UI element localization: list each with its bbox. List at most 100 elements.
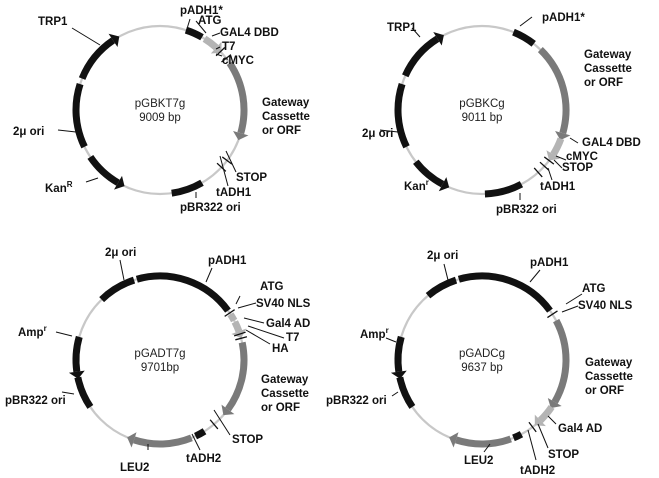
- pbr322-arc: [74, 376, 94, 409]
- padh1-arc: [135, 272, 231, 313]
- label-leu2: LEU2: [120, 462, 149, 474]
- plasmid-name: pGBKT7g: [135, 98, 186, 110]
- padh1-arc: [184, 26, 204, 41]
- leader-t7: [247, 325, 285, 339]
- tadh2-arc: [193, 428, 207, 440]
- tick-stop: [528, 421, 537, 433]
- leader-atg: [235, 295, 241, 305]
- label-gal4-dbd: GAL4 DBD: [582, 137, 641, 149]
- leader-stop: [537, 423, 549, 449]
- leu2-arc: [132, 434, 193, 448]
- gateway-arc: [226, 61, 248, 135]
- label-padh1: pADH1*: [542, 12, 585, 24]
- label-gateway-line2: Cassette: [584, 63, 632, 75]
- tick-cmyc: [221, 54, 232, 63]
- leu2-arrowhead: [127, 432, 137, 448]
- label-tadh1: tADH1: [216, 187, 252, 199]
- label-trp1: TRP1: [387, 22, 417, 34]
- leader-stop: [213, 409, 231, 436]
- label-gateway-line3: or ORF: [261, 402, 300, 414]
- trp1-arc: [402, 35, 440, 78]
- label-ha: HA: [272, 343, 289, 355]
- label-atg: ATG: [582, 283, 605, 295]
- label-gateway-line1: Gateway: [261, 374, 309, 386]
- gateway-arc: [537, 47, 570, 135]
- feature-arcs: [390, 272, 570, 448]
- label-gateway-line3: or ORF: [262, 125, 301, 137]
- gateway-arrowhead: [555, 130, 571, 141]
- label-2u-ori: 2μ ori: [105, 247, 136, 259]
- tick-atg: [224, 309, 235, 317]
- leader-stop: [225, 150, 237, 173]
- leader-stop: [553, 159, 563, 169]
- label-t7: T7: [222, 41, 235, 53]
- gal4ad-arc: [537, 404, 555, 423]
- label-kan: Kanr: [404, 178, 429, 193]
- leader-padh1: [519, 16, 533, 27]
- gateway-arc: [551, 318, 570, 404]
- label-kan: KanR: [45, 180, 73, 195]
- ori2u-arc: [425, 276, 458, 299]
- leader-amp: [385, 337, 397, 343]
- gal4ad-arc: [231, 320, 243, 333]
- tick-stop: [209, 419, 219, 430]
- tadh2-arc: [512, 431, 524, 442]
- tick-ha: [235, 336, 248, 341]
- tick-atg: [547, 310, 558, 319]
- plasmid-size: 9637 bp: [461, 362, 503, 374]
- label-pbr322: pBR322 ori: [5, 395, 66, 407]
- leader-pbr322: [391, 391, 399, 397]
- pbr322-arc: [396, 376, 416, 409]
- tick-stop: [539, 161, 550, 171]
- leader-tadh1: [547, 167, 553, 181]
- leader-gal4-ad: [243, 317, 265, 324]
- tick-t7: [233, 331, 246, 337]
- plasmid-name: pGADT7g: [134, 348, 185, 360]
- ori2u-arc: [394, 82, 410, 149]
- leader-2u-ori: [119, 259, 125, 281]
- label-cmyc: cMYC: [566, 151, 598, 163]
- plasmid-map-pgadt7g: pGADT7g 9701bp 2μ ori pADH1 ATG SV40 NLS…: [5, 247, 311, 474]
- label-gateway-line1: Gateway: [585, 357, 633, 369]
- trp1-arc: [78, 37, 116, 80]
- leader-2u-ori: [57, 129, 77, 133]
- label-gal4-dbd: GAL4 DBD: [220, 27, 279, 39]
- leader-padh1: [529, 269, 541, 283]
- kan-arrowhead: [114, 175, 125, 190]
- feature-arcs: [68, 272, 248, 448]
- amp-arc: [394, 335, 405, 373]
- leader-sv40: [561, 305, 579, 313]
- trp1-arrowhead: [108, 33, 120, 47]
- gal4dbd-arrowhead: [210, 41, 222, 54]
- gal4dbd-arrowhead: [546, 150, 561, 161]
- gal4dbd-arc: [550, 137, 565, 157]
- label-gal4-ad: Gal4 AD: [266, 318, 310, 330]
- label-gateway-line1: Gateway: [262, 97, 310, 109]
- label-gateway-line2: Cassette: [585, 371, 633, 383]
- leader-2u-ori: [443, 263, 449, 281]
- leader-padh1: [185, 18, 191, 33]
- leader-2u-ori: [379, 129, 399, 133]
- plasmid-map-pgadcg: pGADCg 9637 bp 2μ ori pADH1 ATG SV40 NLS…: [326, 250, 633, 477]
- feature-arcs: [72, 24, 249, 197]
- label-gateway-line3: or ORF: [584, 77, 623, 89]
- amp-arrowhead: [68, 370, 85, 379]
- gateway-arrowhead: [547, 398, 562, 409]
- leu2-arc: [454, 435, 512, 448]
- leader-gal4-dbd: [569, 137, 579, 144]
- padh1-arc: [457, 272, 553, 313]
- ori2u-arc: [99, 276, 136, 303]
- leader-sv40: [237, 302, 257, 309]
- leader-tadh2: [527, 429, 537, 461]
- leader-cmyc: [215, 53, 223, 57]
- label-atg: ATG: [260, 281, 283, 293]
- plasmid-name: pGBKCg: [459, 98, 504, 110]
- leader-gal4-ad: [547, 415, 557, 425]
- sv40-arc: [227, 312, 238, 323]
- label-gal4-ad: Gal4 AD: [558, 423, 602, 435]
- label-amp: Ampr: [360, 326, 389, 341]
- label-leu2: LEU2: [464, 455, 493, 467]
- label-sv40-nls: SV40 NLS: [578, 300, 633, 312]
- ori2u-arc: [72, 82, 88, 149]
